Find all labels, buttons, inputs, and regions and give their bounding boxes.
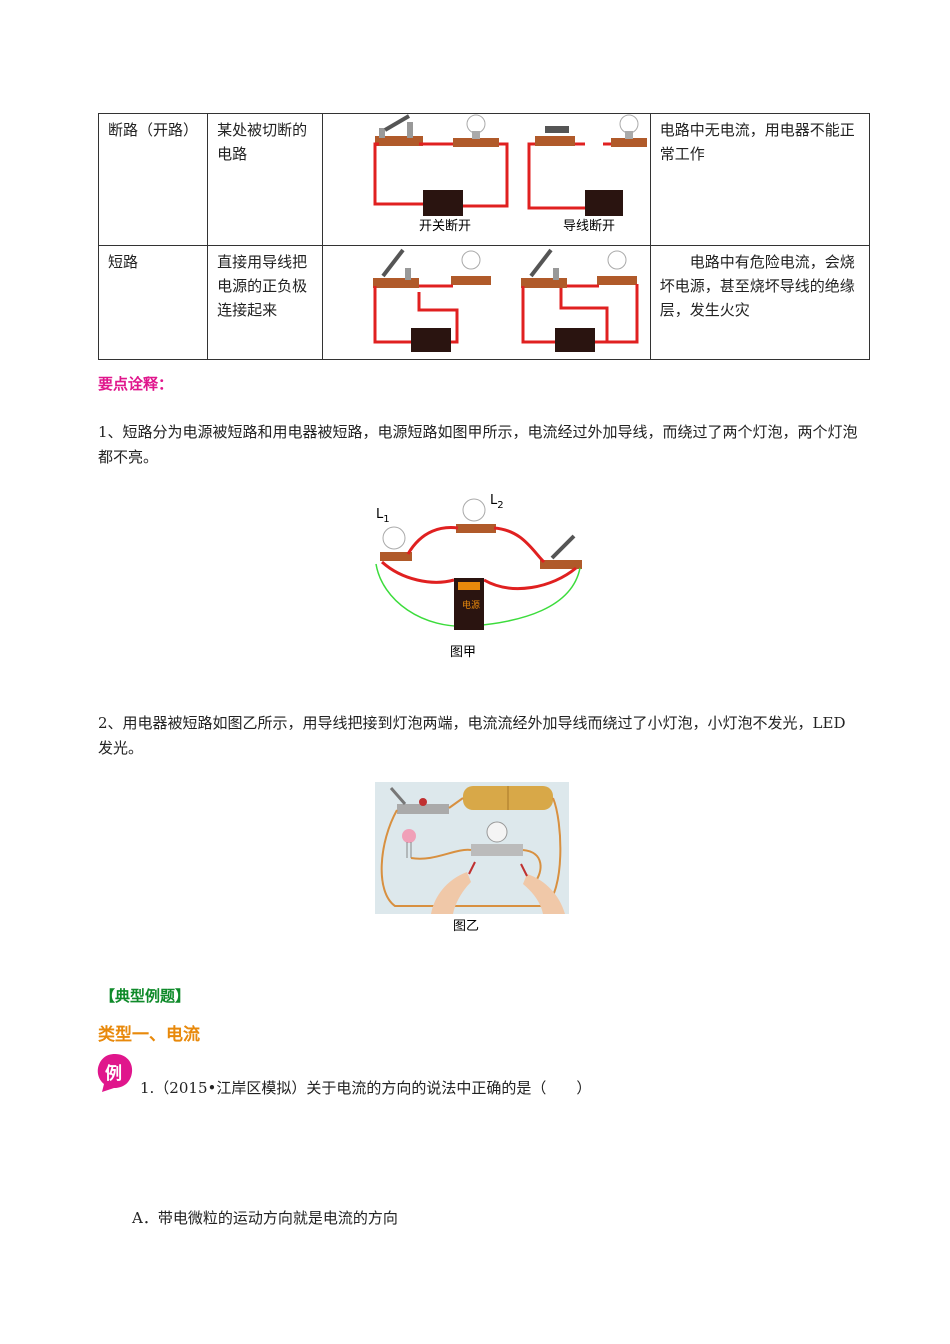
question-1: 1.（2015•江岸区模拟）关于电流的方向的说法中正确的是（ ）	[140, 1079, 592, 1097]
row-effect-text: 电路中有危险电流，会烧坏电源，甚至烧坏导线的绝缘层，发生火灾	[659, 253, 855, 319]
table-row: 断路（开路） 某处被切断的电路 开关断开	[97, 113, 871, 246]
type1-heading: 类型一、电流	[98, 1025, 200, 1045]
row-effect: 电路中无电流，用电器不能正常工作	[649, 113, 871, 246]
right-hand	[523, 874, 565, 914]
svg-text:L1: L1	[376, 507, 390, 525]
notes-heading: 要点诠释：	[98, 375, 174, 393]
caption-wire-broken: 导线断开	[563, 219, 615, 234]
svg-text:例: 例	[105, 1063, 122, 1084]
led	[402, 829, 416, 843]
option-a: A．带电微粒的运动方向就是电流的方向	[132, 1209, 398, 1227]
table-row: 短路 直接用导线把电源的正负极连接起来	[97, 245, 871, 360]
circuit-table: 断路（开路） 某处被切断的电路 开关断开	[97, 113, 871, 360]
open-circuit-diagram: 开关断开 导线断开	[373, 114, 648, 234]
caption-switch-open: 开关断开	[419, 219, 471, 234]
wire-broken-circuit: 导线断开	[527, 114, 648, 234]
bulb-l2	[462, 498, 486, 522]
note-point-1: 1、短路分为电源被短路和用电器被短路，电源短路如图甲所示，电流经过外加导线，而绕…	[98, 423, 858, 466]
short-circuit-diagram	[373, 248, 639, 352]
row-name: 断路（开路）	[97, 113, 209, 246]
switch-open-circuit: 开关断开	[373, 114, 509, 234]
svg-text:L2: L2	[490, 493, 504, 511]
short-circuit-left	[373, 248, 492, 352]
example-badge-icon: 例	[96, 1052, 134, 1092]
figure-jia-caption: 图甲	[450, 645, 476, 660]
bulb	[486, 821, 508, 843]
bulb-base	[471, 844, 523, 856]
row-name: 短路	[97, 245, 209, 360]
note-point-2: 2、用电器被短路如图乙所示，用导线把接到灯泡两端，电流流经外加导线而绕过了小灯泡…	[98, 714, 846, 757]
figure-yi: 图乙	[375, 782, 569, 934]
switch	[550, 534, 576, 560]
open-circuit-figures: 开关断开 导线断开	[322, 113, 651, 246]
row-desc: 直接用导线把电源的正负极连接起来	[207, 245, 324, 360]
row-desc: 某处被切断的电路	[207, 113, 324, 246]
figure-yi-caption: 图乙	[453, 919, 479, 934]
short-circuit-figures	[322, 245, 651, 360]
switch	[397, 804, 449, 814]
short-circuit-right	[521, 248, 639, 352]
row-effect: 电路中有危险电流，会烧坏电源，甚至烧坏导线的绝缘层，发生火灾	[649, 245, 871, 360]
svg-text:电源: 电源	[462, 599, 480, 611]
figure-jia: L1 L2 电源 图甲	[375, 493, 582, 660]
left-hand	[431, 872, 471, 914]
bulb-l1	[382, 526, 406, 550]
examples-heading: 【典型例题】	[100, 987, 191, 1005]
